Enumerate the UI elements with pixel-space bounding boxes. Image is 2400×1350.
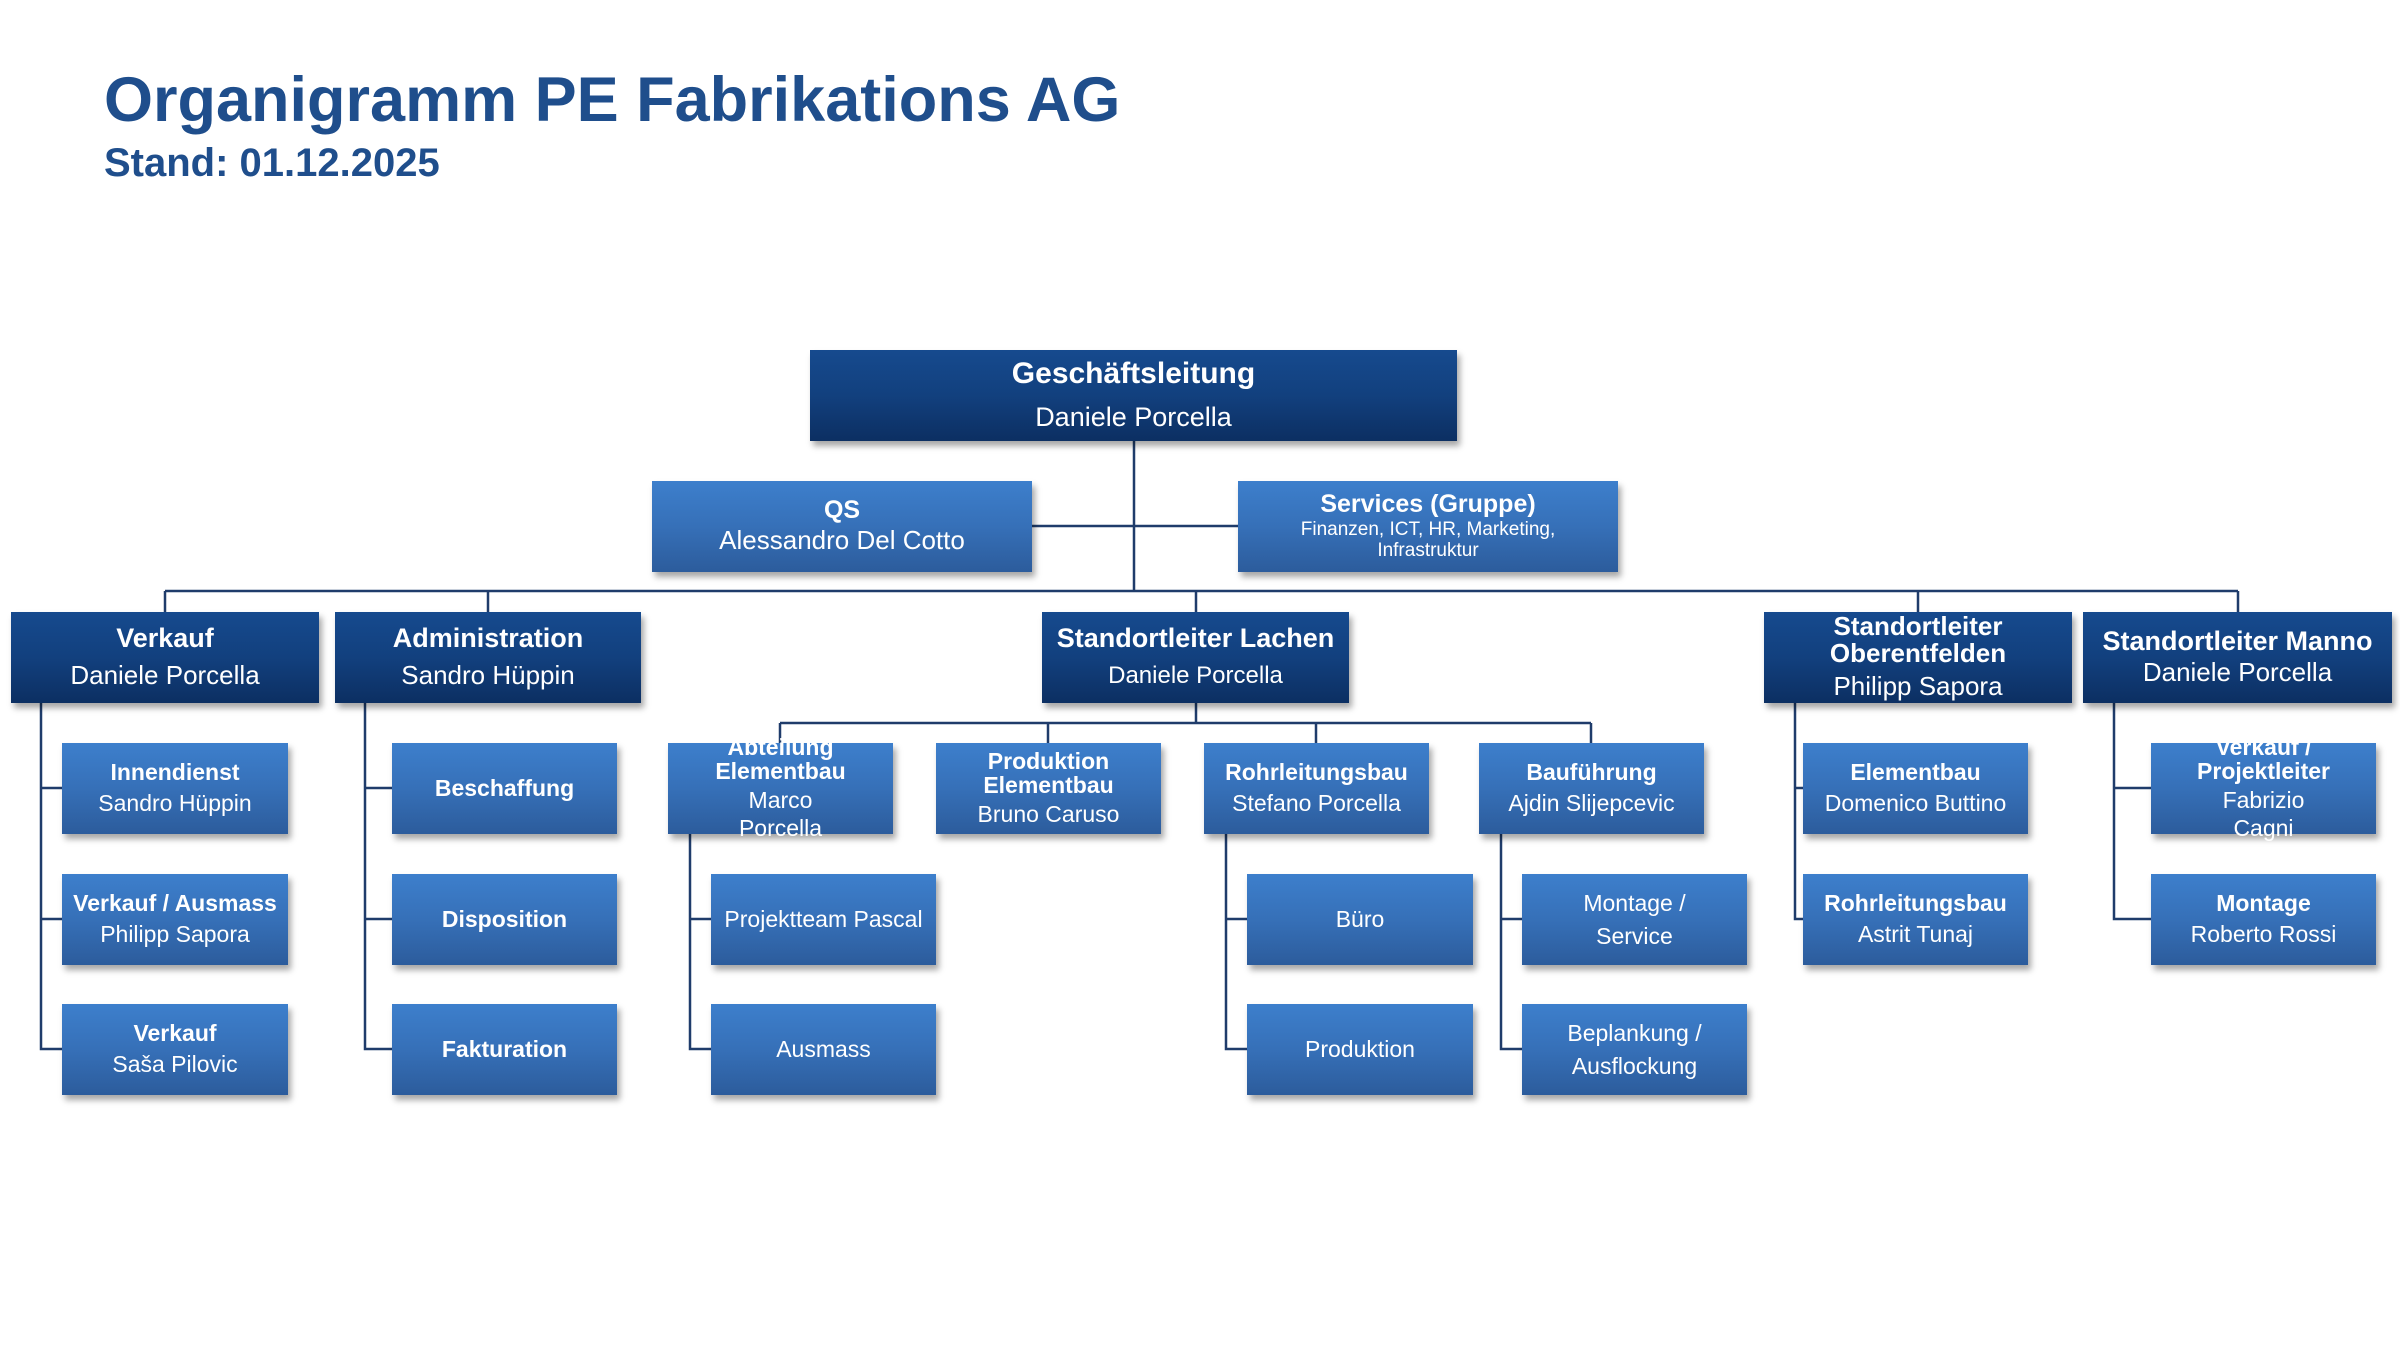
node-title: Fakturation (441, 1036, 568, 1063)
node-verkauf-pilovic[interactable]: Verkauf Saša Pilovic (62, 1004, 288, 1095)
node-person: Bruno Caruso (977, 800, 1120, 827)
connector-verkauf-children (39, 703, 62, 1051)
node-person: Saša Pilovic (112, 1050, 238, 1077)
node-verkauf-ausmass[interactable]: Verkauf / Ausmass Philipp Sapora (62, 874, 288, 965)
node-elementbau-oberentfelden[interactable]: Elementbau Domenico Buttino (1803, 743, 2028, 834)
node-buero[interactable]: Büro (1247, 874, 1473, 965)
connector-administration-children (363, 703, 392, 1051)
node-verkauf-projektleiter[interactable]: Verkauf / Projektleiter Fabrizio Cagni (2151, 735, 2376, 841)
node-beplankung-ausflockung[interactable]: Beplankung / Ausflockung (1522, 1004, 1747, 1095)
node-title: Bauführung (1526, 758, 1657, 785)
node-person: Fabrizio Cagni (2222, 787, 2305, 841)
node-person: Daniele Porcella (1108, 662, 1283, 690)
node-label: Beplankung / Ausflockung (1567, 1020, 1702, 1079)
node-person: Sandro Hüppin (401, 660, 575, 691)
node-produktion[interactable]: Produktion (1247, 1004, 1473, 1095)
page-title: Organigramm PE Fabrikations AG (104, 65, 1121, 135)
node-person: Marco Porcella (738, 787, 823, 841)
node-abteilung-elementbau[interactable]: Abteilung Elementbau Marco Porcella (668, 735, 893, 841)
node-title: Innendienst (110, 758, 240, 785)
node-person: Astrit Tunaj (1857, 920, 1974, 947)
node-person: Alessandro Del Cotto (719, 525, 965, 556)
node-qs[interactable]: QS Alessandro Del Cotto (652, 481, 1032, 572)
node-person: Daniele Porcella (70, 660, 260, 691)
node-person: Domenico Buttino (1824, 789, 2007, 816)
node-title: QS (823, 495, 861, 524)
node-title: Disposition (441, 906, 568, 933)
node-description: Finanzen, ICT, HR, Marketing, Infrastruk… (1300, 518, 1556, 561)
node-title: Administration (392, 622, 584, 653)
connector-oberentfelden-children (1793, 703, 1803, 921)
node-title: Geschäftsleitung (1011, 356, 1256, 390)
node-fakturation[interactable]: Fakturation (392, 1004, 617, 1095)
connector-rohrleitungsbau-children (1224, 834, 1247, 1051)
node-standortleiter-oberentfelden[interactable]: Standortleiter Oberentfelden Philipp Sap… (1764, 612, 2072, 703)
node-title: Montage (2216, 889, 2311, 916)
node-person: Philipp Sapora (1833, 671, 2003, 702)
node-innendienst[interactable]: Innendienst Sandro Hüppin (62, 743, 288, 834)
node-standortleiter-manno[interactable]: Standortleiter Manno Daniele Porcella (2083, 612, 2392, 703)
node-title: Elementbau (1850, 758, 1981, 785)
node-geschaeftsleitung[interactable]: Geschäftsleitung Daniele Porcella (810, 350, 1457, 441)
node-label: Montage / Service (1583, 890, 1686, 949)
node-label: Ausmass (776, 1035, 871, 1062)
node-administration[interactable]: Administration Sandro Hüppin (335, 612, 641, 703)
node-label: Projektteam Pascal (724, 905, 923, 932)
node-projektteam-pascal[interactable]: Projektteam Pascal (711, 874, 936, 965)
node-person: Philipp Sapora (100, 920, 250, 947)
node-title: Produktion Elementbau (983, 747, 1114, 798)
node-person: Roberto Rossi (2190, 920, 2337, 947)
node-label: Produktion (1305, 1035, 1415, 1062)
node-title: Beschaffung (434, 775, 575, 802)
node-person: Sandro Hüppin (98, 789, 252, 816)
node-disposition[interactable]: Disposition (392, 874, 617, 965)
node-title: Verkauf (133, 1019, 217, 1046)
page-subtitle-date: Stand: 01.12.2025 (104, 141, 440, 185)
node-title: Services (Gruppe) (1320, 490, 1536, 519)
node-produktion-elementbau[interactable]: Produktion Elementbau Bruno Caruso (936, 743, 1161, 834)
node-title: Standortleiter Manno (2102, 625, 2373, 656)
node-standortleiter-lachen[interactable]: Standortleiter Lachen Daniele Porcella (1042, 612, 1349, 703)
node-title: Standortleiter Oberentfelden (1829, 610, 2007, 668)
node-title: Verkauf / Projektleiter (2197, 733, 2330, 784)
node-rohrleitungsbau-lachen[interactable]: Rohrleitungsbau Stefano Porcella (1204, 743, 1429, 834)
node-services[interactable]: Services (Gruppe) Finanzen, ICT, HR, Mar… (1238, 481, 1618, 572)
node-beschaffung[interactable]: Beschaffung (392, 743, 617, 834)
connector-abteilung-children (688, 834, 711, 1051)
node-person: Ajdin Slijepcevic (1508, 789, 1675, 816)
node-ausmass[interactable]: Ausmass (711, 1004, 936, 1095)
node-title: Rohrleitungsbau (1824, 889, 2007, 916)
node-baufuehrung[interactable]: Bauführung Ajdin Slijepcevic (1479, 743, 1704, 834)
node-montage-manno[interactable]: Montage Roberto Rossi (2151, 874, 2376, 965)
node-person: Stefano Porcella (1232, 789, 1401, 816)
connector-baufuehrung-children (1499, 834, 1522, 1051)
node-title: Abteilung Elementbau (715, 733, 846, 784)
node-title: Rohrleitungsbau (1225, 758, 1408, 785)
connector-manno-children (2112, 703, 2151, 921)
node-person: Daniele Porcella (2142, 657, 2333, 688)
node-title: Verkauf / Ausmass (73, 889, 277, 916)
node-label: Büro (1335, 905, 1385, 932)
node-rohrleitungsbau-oberentfelden[interactable]: Rohrleitungsbau Astrit Tunaj (1803, 874, 2028, 965)
node-title: Verkauf (116, 622, 214, 653)
node-verkauf[interactable]: Verkauf Daniele Porcella (11, 612, 319, 703)
node-person: Daniele Porcella (1035, 402, 1232, 433)
node-title: Standortleiter Lachen (1056, 622, 1335, 653)
node-montage-service[interactable]: Montage / Service (1522, 874, 1747, 965)
